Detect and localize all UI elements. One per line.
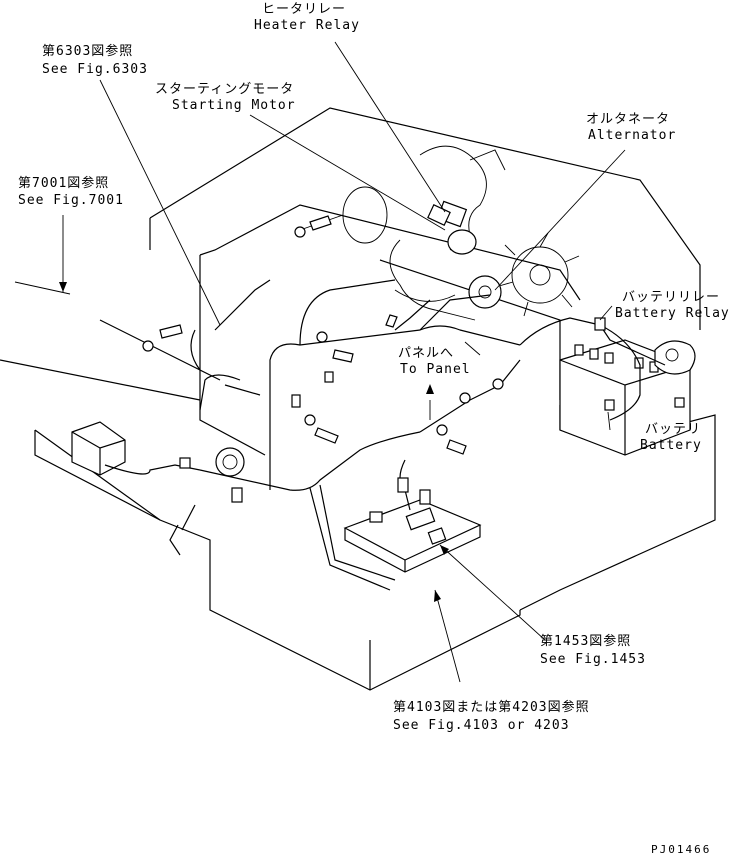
fig1453-label-en: See Fig.1453 — [540, 652, 646, 667]
starting-motor-label-en: Starting Motor — [172, 98, 296, 113]
alternator — [468, 275, 502, 309]
fig7001-label-en: See Fig.7001 — [18, 193, 124, 208]
battery-relay-label-jp: バッテリリレー — [622, 290, 721, 305]
alternator-fan — [498, 232, 580, 317]
fig6303-label-en: See Fig.6303 — [42, 62, 148, 77]
heater-relay-label-jp: ヒータリレー — [262, 2, 347, 17]
battery-relay-label-en: Battery Relay — [615, 306, 730, 321]
drawing-code: PJ01466 — [651, 843, 712, 856]
battery-relay — [654, 340, 696, 375]
leader-arrowheads — [59, 282, 449, 602]
controller-box — [343, 499, 482, 573]
work-light — [71, 421, 126, 476]
cable-clamps — [179, 317, 685, 523]
bolts — [142, 215, 504, 455]
starting-motor-label-jp: スターティングモータ — [155, 82, 295, 97]
battery-label-jp: バッテリ — [645, 422, 702, 437]
engine-block — [299, 145, 506, 321]
battery-label-en: Battery — [640, 438, 702, 453]
machine-body-outline — [0, 107, 716, 691]
wiring-harness — [104, 279, 666, 591]
fig1453-label-jp: 第1453図参照 — [540, 634, 632, 649]
heater-relay-label-en: Heater Relay — [254, 18, 360, 33]
heater-relay — [427, 204, 451, 226]
alternator-label-jp: オルタネータ — [586, 112, 671, 127]
horn — [215, 447, 245, 477]
fig4103-label-jp: 第4103図または第4203図参照 — [393, 700, 590, 715]
fig6303-label-jp: 第6303図参照 — [42, 44, 134, 59]
to-panel-label-en: To Panel — [400, 362, 471, 377]
fig7001-label-jp: 第7001図参照 — [18, 176, 110, 191]
alternator-label-en: Alternator — [588, 128, 677, 143]
fig4103-label-en: See Fig.4103 or 4203 — [393, 718, 570, 733]
leader-lines — [14, 41, 626, 683]
to-panel-label-jp: パネルへ — [398, 346, 455, 361]
